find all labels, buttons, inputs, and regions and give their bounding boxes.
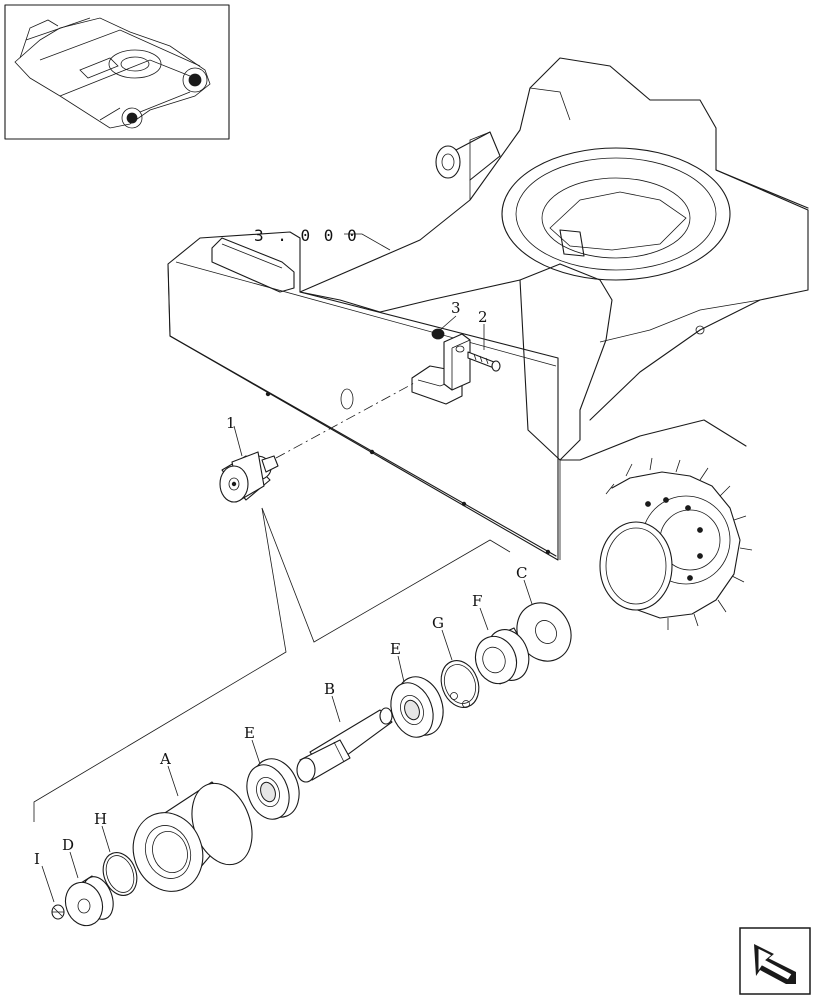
callout-C: C — [516, 564, 527, 582]
leader-D — [69, 851, 79, 879]
callout-G: G — [432, 614, 444, 632]
callout-A: A — [159, 750, 171, 768]
leader-C — [523, 579, 533, 605]
swing-bearing-ring — [501, 147, 731, 281]
part-A-roller-body — [132, 781, 253, 892]
leader-1 — [233, 425, 243, 457]
thumbnail-undercarriage-icon — [14, 17, 211, 129]
thumbnail-view — [4, 4, 230, 140]
leader-G — [441, 629, 453, 661]
final-drive-sprocket — [599, 457, 753, 630]
callout-I: I — [34, 850, 40, 868]
reference-leader — [344, 233, 391, 251]
leader-E-right — [397, 655, 405, 683]
callout-2: 2 — [478, 308, 488, 326]
nut-item-3 — [431, 328, 445, 340]
leader-B — [331, 695, 341, 723]
part-F-flanged-collar — [474, 627, 530, 685]
callout-E-left: E — [244, 724, 255, 742]
leader-3 — [439, 315, 457, 331]
part-B-shaft — [296, 707, 393, 783]
explode-bracket-left — [33, 507, 287, 822]
leader-E-left — [251, 739, 261, 765]
part-E-bearing-left — [246, 758, 300, 820]
leader-H — [101, 825, 111, 853]
callout-1: 1 — [226, 414, 236, 432]
callout-E-right: E — [390, 640, 401, 658]
part-E-bearing-right — [390, 676, 444, 738]
callout-3: 3 — [451, 299, 461, 317]
callout-F: F — [472, 592, 482, 610]
callout-B: B — [324, 680, 335, 698]
leader-A — [167, 765, 179, 797]
bolt-item-2 — [443, 333, 501, 391]
part-D-end-cap — [64, 875, 114, 927]
leader-F — [479, 607, 489, 631]
leader-I — [41, 865, 55, 903]
reference-label: 3 . 0 0 0 — [254, 226, 359, 245]
undercarriage-frame — [167, 57, 809, 630]
roller-item-1 — [219, 451, 279, 503]
assembly-centerline — [275, 381, 417, 459]
part-H-o-ring — [102, 852, 138, 896]
callout-H: H — [94, 810, 107, 828]
explode-bracket-right — [261, 507, 511, 643]
next-page-arrow-icon[interactable] — [739, 927, 811, 995]
part-G-snap-ring — [440, 660, 480, 708]
part-I-plug — [51, 904, 65, 920]
callout-D: D — [62, 836, 74, 854]
